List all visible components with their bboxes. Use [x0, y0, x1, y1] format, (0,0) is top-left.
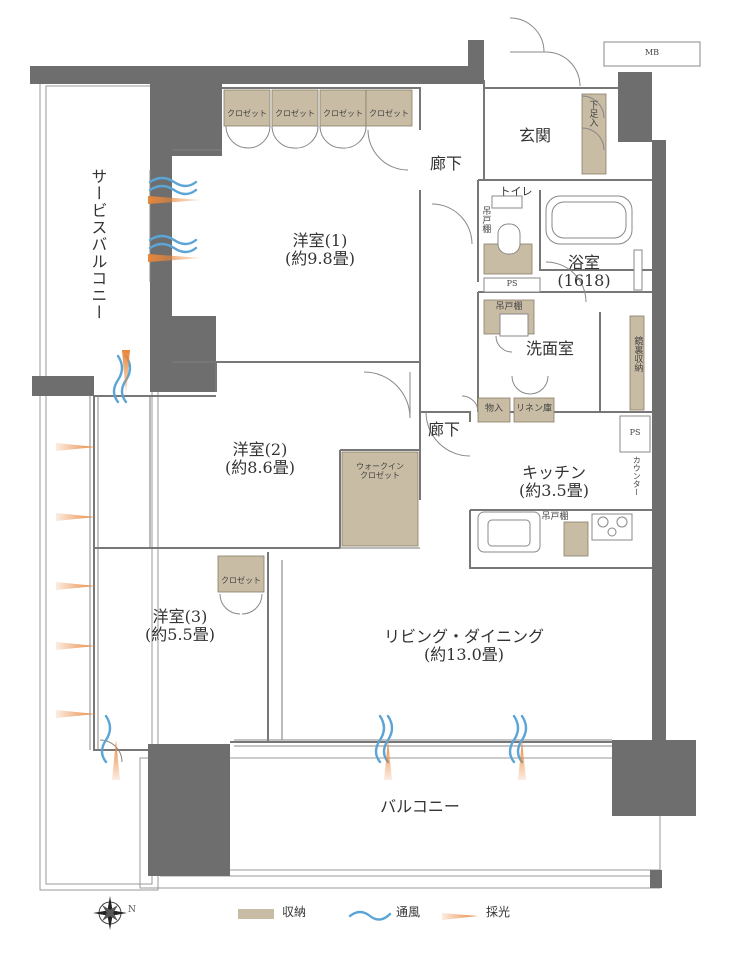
room-toilet: トイレ [499, 185, 533, 198]
ventilation-arrows [100, 176, 528, 764]
windows [89, 170, 612, 750]
room-bath: 浴室 (1618) [557, 253, 611, 291]
room-western-3: 洋室(3) (約5.5畳) [145, 607, 215, 645]
mirror-storage-label: 鏡裏収納 [632, 336, 643, 372]
wall-thin-lines [94, 396, 420, 740]
room-balcony: バルコニー [380, 797, 460, 816]
legend-daylight-label: 採光 [486, 905, 511, 919]
shaft-boxes [483, 41, 701, 453]
closet-label-western-3: クロゼット [221, 576, 261, 585]
room-washroom: 洗面室 [525, 339, 574, 358]
room-western-2: 洋室(2) (約8.6畳) [225, 440, 295, 478]
kitchen-hanging-cabinet-label: 吊戸棚 [541, 512, 569, 522]
daylight-wedges [56, 196, 526, 780]
room-entrance: 玄関 [518, 126, 551, 145]
storage-room-label: 物入 [484, 404, 503, 414]
legend-ventilation-label: 通風 [396, 905, 421, 919]
compass-rose-icon [93, 896, 127, 930]
interior-walls [93, 80, 652, 751]
mb-label: MB [644, 48, 660, 57]
room-western-1: 洋室(1) (約9.8畳) [285, 231, 355, 269]
compass-north-label: N [128, 905, 136, 915]
room-service-balcony: サービスバルコニー [88, 168, 108, 321]
stove-burners [597, 516, 628, 537]
closet-label-2: クロゼット [275, 109, 315, 118]
shoe-box-label: 下足入 [587, 100, 598, 127]
closet-label-4: クロゼット [369, 109, 409, 118]
legend-storage-label: 収納 [282, 905, 307, 919]
room-kitchen: キッチン (約3.5畳) [519, 463, 589, 501]
closet-label-1: クロゼット [227, 109, 267, 118]
room-corridor-lower: 廊下 [427, 420, 460, 439]
storage-fills [217, 89, 645, 593]
linen-closet-label: リネン庫 [515, 404, 552, 414]
closet-label-3: クロゼット [323, 109, 363, 118]
door-swings [99, 17, 605, 763]
room-living-dining: リビング・ダイニング (約13.0畳) [383, 627, 544, 665]
walk-in-closet-label: ウォークイン クロゼット [356, 462, 404, 481]
counter-label: カウンター [632, 456, 642, 496]
toilet-hanging-cabinet-label: 吊戸棚 [480, 206, 491, 233]
room-corridor-upper: 廊下 [429, 154, 462, 173]
legend-icons [238, 909, 478, 921]
washroom-hanging-cabinet-label: 吊戸棚 [495, 302, 523, 312]
ps-label-kitchen: PS [629, 428, 641, 437]
ps-label-washroom: PS [506, 279, 518, 288]
